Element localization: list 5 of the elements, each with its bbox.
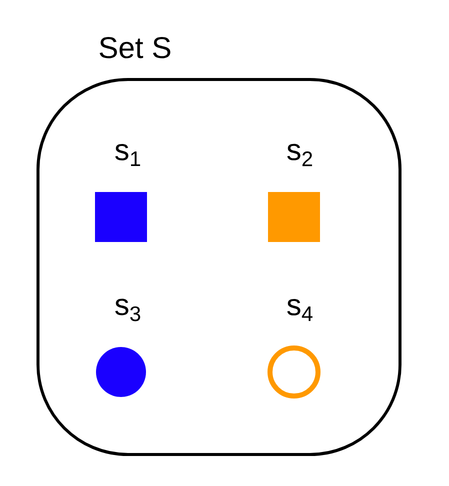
- node-label: Set S: [100, 37, 170, 58]
- element-label: s$_{2}$: [287, 144, 312, 166]
- element-label: s$_{1}$: [115, 144, 140, 166]
- element-label: s$_{3}$: [115, 298, 140, 322]
- element-label: s$_{4}$: [287, 299, 312, 321]
